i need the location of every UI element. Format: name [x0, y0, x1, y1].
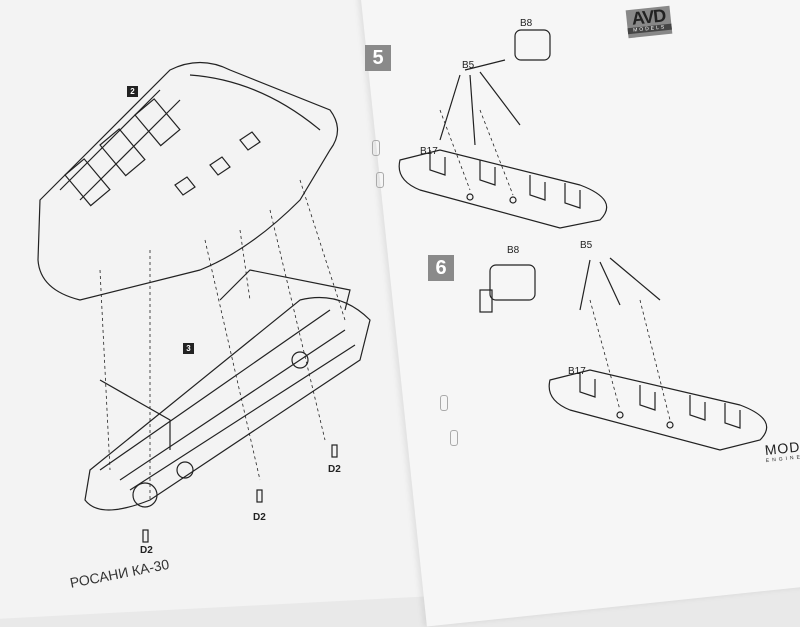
- screw-icons: [142, 444, 338, 543]
- step5-drawing: [398, 29, 608, 229]
- step-2-badge: 2: [127, 86, 138, 97]
- part-label-d2: D2: [140, 545, 153, 556]
- step-6-badge: 6: [428, 255, 454, 281]
- staple: [376, 172, 384, 188]
- part-label-b17: B17: [568, 366, 586, 377]
- step-5-badge: 5: [365, 45, 391, 71]
- part-label-d2: D2: [328, 464, 341, 475]
- part-label-b17: B17: [420, 146, 438, 157]
- part-label-b8: B8: [520, 18, 533, 29]
- step6-drawing: [479, 257, 768, 451]
- part-label-b5: B5: [580, 240, 593, 251]
- cabin-upper-drawing: [37, 61, 339, 301]
- staple: [372, 140, 380, 156]
- assembly-drawings: [37, 29, 768, 543]
- part-label-d2: D2: [253, 512, 266, 523]
- staple: [440, 395, 448, 411]
- cabin-floor-drawing: [84, 269, 371, 511]
- part-label-b5: B5: [462, 60, 475, 71]
- part-label-b8: B8: [507, 245, 520, 256]
- staple: [450, 430, 458, 446]
- footer-brand: MODI ENGINE: [764, 438, 800, 464]
- step-3-badge: 3: [183, 343, 194, 354]
- guide-lines-right: [439, 109, 671, 421]
- avd-models-logo: AVD MODELS: [625, 5, 673, 39]
